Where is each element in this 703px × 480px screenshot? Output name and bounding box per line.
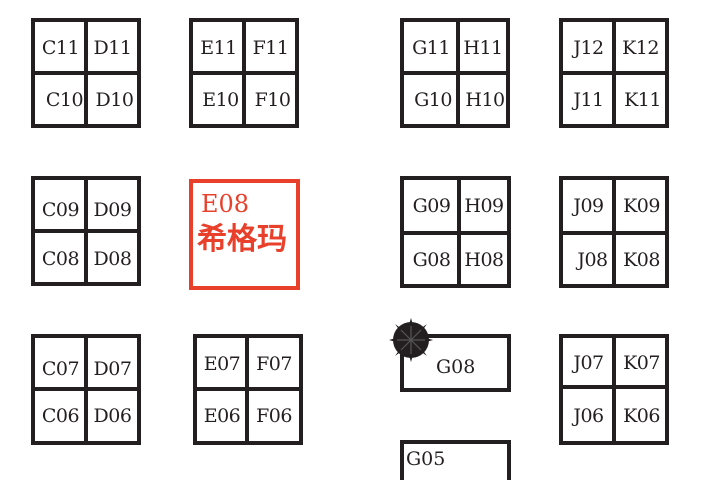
booth-h11[interactable]: H11 (463, 36, 503, 59)
booth-g08-single-label: G08 (436, 356, 476, 378)
booth-j12[interactable]: J12 (573, 36, 604, 59)
booth-g08[interactable]: G08 (412, 249, 451, 271)
booth-k08[interactable]: K08 (623, 249, 660, 271)
booth-c06[interactable]: C06 (41, 405, 80, 427)
booth-j09[interactable]: J09 (573, 194, 604, 217)
booth-block-e-f-07-06[interactable]: E07 F07 E06 F06 (193, 334, 303, 445)
booth-g10[interactable]: G10 (414, 88, 452, 111)
booth-j08[interactable]: J08 (577, 249, 608, 271)
booth-d10[interactable]: D10 (95, 88, 134, 111)
booth-c07[interactable]: C07 (41, 357, 80, 380)
booth-f07[interactable]: F07 (256, 352, 292, 375)
booth-g11[interactable]: G11 (412, 36, 450, 59)
booth-c10[interactable]: C10 (45, 88, 84, 111)
booth-c09[interactable]: C09 (41, 198, 80, 221)
booth-block-c-d-11-10[interactable]: C11 D11 C10 D10 (31, 18, 141, 128)
booth-j07[interactable]: J07 (573, 351, 604, 374)
booth-h09[interactable]: H09 (464, 194, 504, 217)
booth-k12[interactable]: K12 (622, 36, 659, 59)
booth-g05-single-label: G05 (406, 448, 446, 470)
booth-block-e-f-11-10[interactable]: E11 F11 E10 F10 (189, 18, 299, 128)
booth-e07[interactable]: E07 (203, 352, 241, 375)
booth-block-c-d-07-06[interactable]: C07 D07 C06 D06 (31, 334, 141, 445)
booth-f11[interactable]: F11 (252, 36, 289, 59)
booth-k09[interactable]: K09 (623, 194, 660, 217)
booth-block-c-d-09-08[interactable]: C09 D09 C08 D08 (31, 176, 141, 286)
booth-h10[interactable]: H10 (465, 88, 505, 111)
booth-f06[interactable]: F06 (256, 405, 292, 427)
booth-k11[interactable]: K11 (624, 88, 661, 111)
booth-e11[interactable]: E11 (200, 36, 237, 59)
highlighted-booth-name: 希格玛 (197, 222, 287, 257)
booth-e10[interactable]: E10 (202, 88, 239, 111)
booth-block-j-k-09-08[interactable]: J09 K09 J08 K08 (559, 176, 669, 288)
booth-block-j-k-07-06[interactable]: J07 K07 J06 K06 (559, 334, 669, 445)
booth-k07[interactable]: K07 (623, 351, 660, 374)
booth-c08[interactable]: C08 (41, 248, 80, 270)
booth-d07[interactable]: D07 (93, 357, 132, 380)
highlighted-booth-code: E08 (201, 190, 250, 218)
booth-d11[interactable]: D11 (93, 36, 132, 59)
booth-c11[interactable]: C11 (41, 36, 80, 59)
booth-h08[interactable]: H08 (464, 249, 504, 271)
booth-d08[interactable]: D08 (93, 248, 132, 270)
booth-block-g-h-09-08[interactable]: G09 H09 G08 H08 (400, 176, 511, 288)
booth-block-j-k-12-11[interactable]: J12 K12 J11 K11 (559, 18, 669, 128)
booth-g05-single[interactable]: G05 (400, 440, 511, 480)
booth-e06[interactable]: E06 (203, 405, 241, 427)
star-marker-icon (389, 318, 433, 362)
highlighted-booth-e08[interactable]: E08 希格玛 (189, 179, 300, 290)
booth-block-g-h-11-10[interactable]: G11 H11 G10 H10 (400, 18, 510, 128)
booth-j11[interactable]: J11 (573, 88, 604, 111)
booth-f10[interactable]: F10 (254, 88, 291, 111)
booth-g09[interactable]: G09 (412, 194, 451, 217)
booth-d06[interactable]: D06 (93, 405, 132, 427)
booth-k06[interactable]: K06 (623, 405, 660, 427)
booth-g08-single[interactable]: G08 (400, 334, 511, 392)
booth-d09[interactable]: D09 (93, 198, 132, 221)
booth-j06[interactable]: J06 (573, 405, 604, 427)
